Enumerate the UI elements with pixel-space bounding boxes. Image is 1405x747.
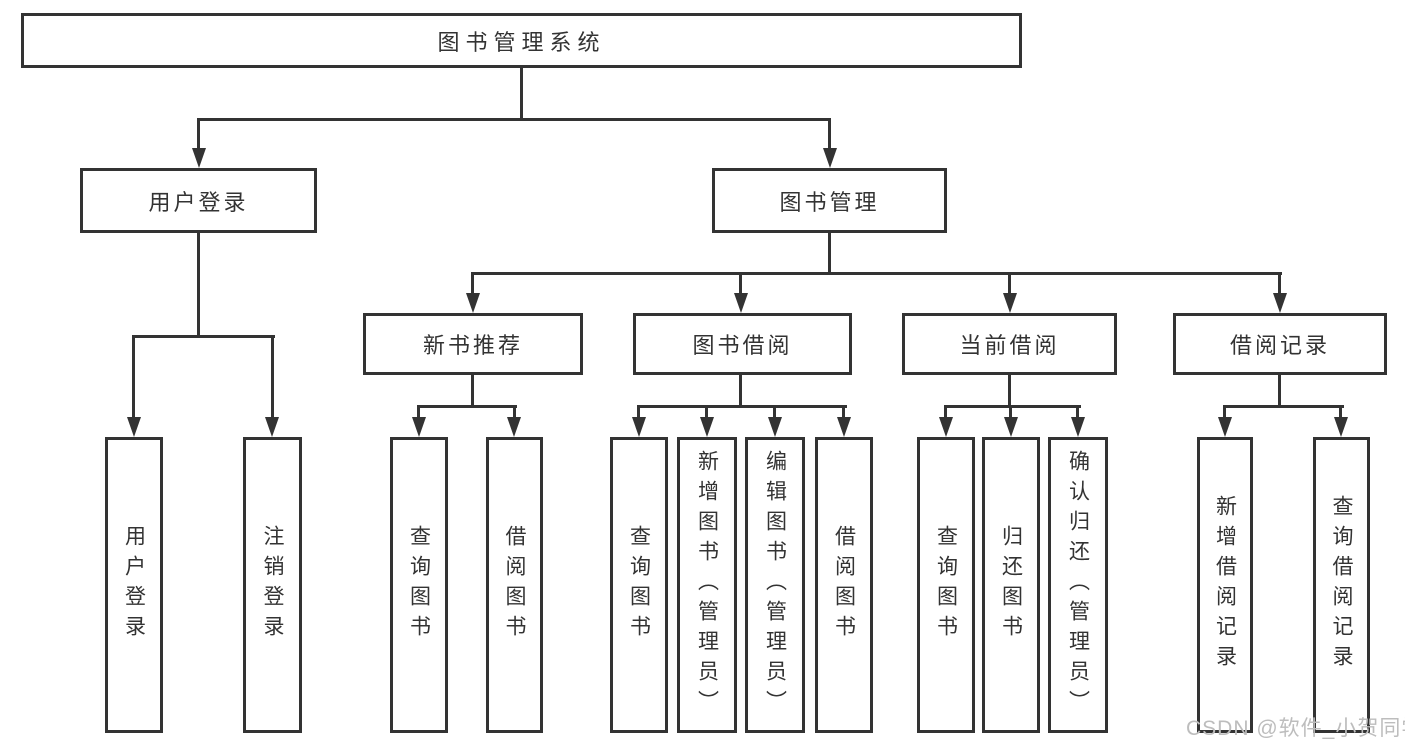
arrow-down-icon — [1218, 417, 1232, 437]
connector-line — [773, 405, 776, 419]
arrow-down-icon — [823, 148, 837, 168]
leaf-user-login: 用户登录 — [105, 437, 163, 733]
arrow-down-icon — [1273, 293, 1287, 313]
connector-line — [1076, 405, 1079, 419]
connector-line — [197, 231, 200, 337]
connector-line — [944, 405, 947, 419]
connector-line — [739, 272, 742, 295]
node-borrow-records: 借阅记录 — [1173, 313, 1387, 375]
arrow-down-icon — [734, 293, 748, 313]
connector-line — [1339, 405, 1342, 419]
connector-line — [1278, 272, 1281, 295]
arrow-down-icon — [632, 417, 646, 437]
connector-line — [197, 118, 200, 150]
arrow-down-icon — [939, 417, 953, 437]
leaf-confirm-return-admin: 确认归还（管理员） — [1048, 437, 1108, 733]
leaf-edit-book-admin: 编辑图书（管理员） — [745, 437, 805, 733]
leaf-add-borrow-record: 新增借阅记录 — [1197, 437, 1253, 733]
connector-line — [417, 405, 420, 419]
arrow-down-icon — [1004, 417, 1018, 437]
connector-line — [513, 405, 516, 419]
connector-line — [197, 118, 831, 121]
connector-line — [1008, 272, 1011, 295]
connector-line — [1009, 405, 1012, 419]
leaf-query-books-borrow: 查询图书 — [610, 437, 668, 733]
arrow-down-icon — [768, 417, 782, 437]
connector-line — [1278, 373, 1281, 407]
leaf-logout: 注销登录 — [243, 437, 302, 733]
connector-line — [132, 335, 135, 419]
connector-line — [1223, 405, 1226, 419]
arrow-down-icon — [700, 417, 714, 437]
leaf-query-borrow-record: 查询借阅记录 — [1313, 437, 1370, 733]
arrow-down-icon — [412, 417, 426, 437]
arrow-down-icon — [507, 417, 521, 437]
connector-line — [739, 373, 742, 407]
node-book-management: 图书管理 — [712, 168, 947, 233]
connector-line — [471, 272, 1282, 275]
connector-line — [944, 405, 1081, 408]
connector-line — [520, 66, 523, 120]
connector-line — [637, 405, 640, 419]
node-book-borrow: 图书借阅 — [633, 313, 852, 375]
leaf-return-book: 归还图书 — [982, 437, 1040, 733]
arrow-down-icon — [466, 293, 480, 313]
node-user-login: 用户登录 — [80, 168, 317, 233]
arrow-down-icon — [1071, 417, 1085, 437]
leaf-add-book-admin: 新增图书（管理员） — [677, 437, 737, 733]
connector-line — [471, 373, 474, 407]
connector-line — [828, 118, 831, 150]
connector-line — [1008, 373, 1011, 407]
arrow-down-icon — [265, 417, 279, 437]
node-new-book-recommend: 新书推荐 — [363, 313, 583, 375]
connector-line — [417, 405, 517, 408]
leaf-borrow-books: 借阅图书 — [815, 437, 873, 733]
leaf-borrow-books-recommend: 借阅图书 — [486, 437, 543, 733]
arrow-down-icon — [837, 417, 851, 437]
connector-line — [637, 405, 847, 408]
arrow-down-icon — [1334, 417, 1348, 437]
connector-line — [828, 231, 831, 274]
arrow-down-icon — [192, 148, 206, 168]
connector-line — [271, 335, 274, 419]
connector-line — [471, 272, 474, 295]
connector-line — [132, 335, 275, 338]
node-current-borrow: 当前借阅 — [902, 313, 1117, 375]
leaf-query-books-recommend: 查询图书 — [390, 437, 448, 733]
csdn-watermark: CSDN @软件_小贺同学 — [1186, 717, 1405, 740]
connector-line — [1223, 405, 1344, 408]
connector-line — [705, 405, 708, 419]
arrow-down-icon — [127, 417, 141, 437]
arrow-down-icon — [1003, 293, 1017, 313]
connector-line — [842, 405, 845, 419]
leaf-query-books-current: 查询图书 — [917, 437, 975, 733]
node-root: 图书管理系统 — [21, 13, 1022, 68]
